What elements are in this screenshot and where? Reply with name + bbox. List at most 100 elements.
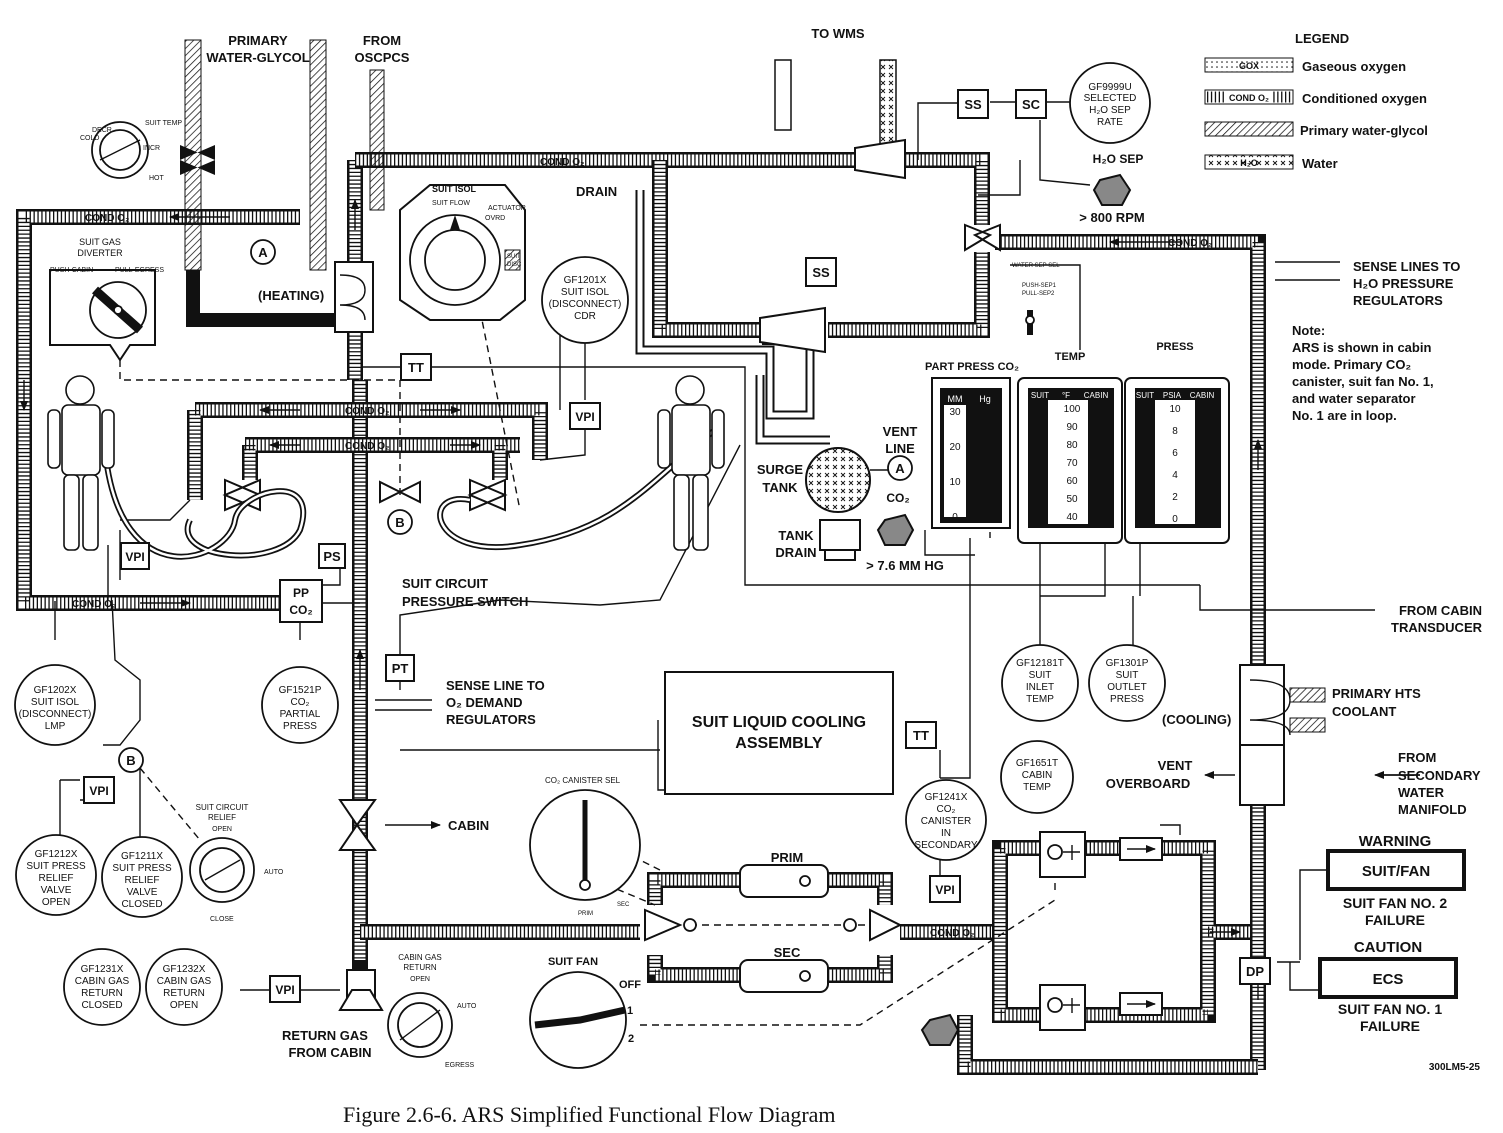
co2-gauge-unit-mm: MM	[948, 394, 963, 404]
suit-isol-valve[interactable]	[399, 184, 526, 321]
label-cabin-gas-auto: AUTO	[457, 1003, 477, 1010]
press-gauge-tick-0: 0	[1172, 514, 1178, 525]
co2-gauge-tick-0: 0	[952, 512, 958, 523]
water-glycol-lines	[184, 39, 1326, 733]
gf1201x-4: CDR	[574, 311, 596, 322]
pt-box: PT	[392, 661, 409, 676]
label-relief-open: OPEN	[212, 826, 232, 833]
legend-label-glycol: Primary water-glycol	[1300, 123, 1428, 138]
gf1212x-5: OPEN	[42, 897, 70, 908]
press-gauge-tick-6: 6	[1172, 448, 1178, 459]
temp-gauge-tick-100: 100	[1064, 404, 1081, 415]
label-push-sep1: PUSH-SEP1	[1022, 283, 1057, 289]
gf1211x-3: RELIEF	[124, 875, 159, 886]
gf1231x-4: CLOSED	[81, 1000, 122, 1011]
gf1651t-2: CABIN	[1022, 770, 1053, 781]
legend-label-water: Water	[1302, 156, 1338, 171]
gf1202x-4: LMP	[45, 721, 66, 732]
gf1211x-2: SUIT PRESS	[112, 863, 172, 874]
label-pull-sep2: PULL-SEP2	[1022, 291, 1055, 297]
gf1241x-1: GF1241X	[925, 792, 968, 803]
temp-gauge-tick-90: 90	[1066, 422, 1078, 433]
label-tank-drain-1: TANK	[778, 528, 814, 543]
connector-a-top: A	[258, 245, 268, 260]
label-pressure-switch-2: PRESSURE SWITCH	[402, 594, 528, 609]
gf1202x-2: SUIT ISOL	[31, 697, 80, 708]
note-line-3: mode. Primary CO₂	[1292, 357, 1411, 372]
ecs-caution-light: ECS	[1373, 971, 1404, 988]
water-sep-sel-control[interactable]	[1010, 264, 1081, 350]
gf9999u-4: RATE	[1097, 117, 1123, 128]
gf1241x-4: IN	[941, 828, 951, 839]
label-vent-overboard-2: OVERBOARD	[1106, 776, 1191, 791]
suit-gas-diverter-control[interactable]	[49, 269, 156, 362]
label-relief-1: SUIT CIRCUIT	[196, 803, 249, 812]
gf1241x-3: CANISTER	[921, 816, 972, 827]
gf1212x-2: SUIT PRESS	[26, 861, 86, 872]
gf1301p-1: GF1301P	[1106, 658, 1149, 669]
gf1231x-2: CABIN GAS	[75, 976, 130, 987]
label-cabin-transducer-1: FROM CABIN	[1399, 603, 1482, 618]
note-line-6: No. 1 are in loop.	[1292, 408, 1397, 423]
heat-exchanger-cooling	[1239, 664, 1291, 806]
pp-co2-box-2: CO₂	[289, 603, 312, 617]
label-incr: INCR	[143, 145, 160, 152]
label-sec: SEC	[774, 945, 801, 960]
label-sense-h2o-1: SENSE LINES TO	[1353, 259, 1460, 274]
label-vent-line-1: VENT	[883, 424, 918, 439]
label-knob-prim: PRIM	[578, 911, 593, 917]
cond-o2-label-manifold-1: COND O₂	[345, 406, 389, 417]
label-press: PRESS	[1156, 341, 1193, 353]
gf1211x-1: GF1211X	[121, 851, 163, 862]
suit-temp-knob[interactable]	[91, 121, 149, 179]
suit-fan-knob[interactable]	[529, 971, 627, 1069]
label-part-press: PART PRESS CO₂	[925, 361, 1019, 373]
warning-panel: WARNING SUIT/FAN SUIT FAN NO. 2 FAILURE …	[1318, 833, 1466, 1034]
cabin-gas-return-knob[interactable]	[387, 992, 453, 1058]
press-gauge-tick-2: 2	[1172, 492, 1178, 503]
label-suit-fan: SUIT FAN	[548, 956, 598, 968]
ss-box-mid: SS	[812, 265, 830, 280]
gf9999u-3: H₂O SEP	[1089, 105, 1131, 116]
indicator-lights	[876, 173, 1132, 1046]
note-line-4: canister, suit fan No. 1,	[1292, 374, 1434, 389]
connector-b-mid: B	[395, 515, 404, 530]
label-prim: PRIM	[771, 850, 804, 865]
label-ovrd: OVRD	[485, 215, 505, 222]
co2-gauge: MM Hg 30 20 10 0	[931, 377, 1011, 529]
label-decr: DECR	[92, 127, 112, 134]
note-line-2: ARS is shown in cabin	[1292, 340, 1431, 355]
connector-a-vent: A	[895, 461, 905, 476]
gf1201x-2: SUIT ISOL	[561, 287, 610, 298]
note-block: Note: ARS is shown in cabin mode. Primar…	[1292, 323, 1434, 423]
cond-o2-pipe-labels: COND O₂ COND O₂ COND O₂ COND O₂ COND O₂ …	[72, 157, 1212, 939]
water-separators	[759, 138, 906, 354]
label-actuator: ACTUATOR	[488, 205, 526, 212]
co2-canister-sel-knob[interactable]	[529, 789, 641, 901]
vpi-box-canister: VPI	[935, 883, 954, 897]
label-relief-2: RELIEF	[208, 813, 236, 822]
label-cabin-gas-egress: EGRESS	[445, 1062, 475, 1069]
astronaut-lmp-figure	[47, 375, 115, 551]
label-suit-isol: SUIT ISOL	[432, 184, 477, 194]
label-sense-line-1: SENSE LINE TO	[446, 678, 545, 693]
label-vent-overboard-1: VENT	[1158, 758, 1193, 773]
suit-fan-warning-light: SUIT/FAN	[1362, 863, 1430, 880]
label-sense-h2o-3: REGULATORS	[1353, 293, 1443, 308]
legend: LEGEND GOX Gaseous oxygen COND O₂ Condit…	[1204, 31, 1428, 171]
temp-gauge-tick-60: 60	[1066, 476, 1078, 487]
gf1201x-3: (DISCONNECT)	[549, 299, 622, 310]
temp-gauge-tick-80: 80	[1066, 440, 1078, 451]
label-hot: HOT	[149, 175, 165, 182]
gf1232x-4: OPEN	[170, 1000, 198, 1011]
gf1202x-1: GF1202X	[34, 685, 77, 696]
suit-circuit-relief-knob[interactable]	[189, 837, 255, 903]
label-secondary-water-3: WATER	[1398, 785, 1445, 800]
gf1651t-3: TEMP	[1023, 782, 1051, 793]
gf12181t-2: SUIT	[1029, 670, 1052, 681]
label-knob-sec: SEC	[617, 902, 630, 908]
gf1301p-2: SUIT	[1116, 670, 1139, 681]
legend-sample-gox: GOX	[1239, 61, 1259, 71]
warning-title: WARNING	[1359, 833, 1432, 850]
gf12181t-1: GF12181T	[1016, 658, 1064, 669]
